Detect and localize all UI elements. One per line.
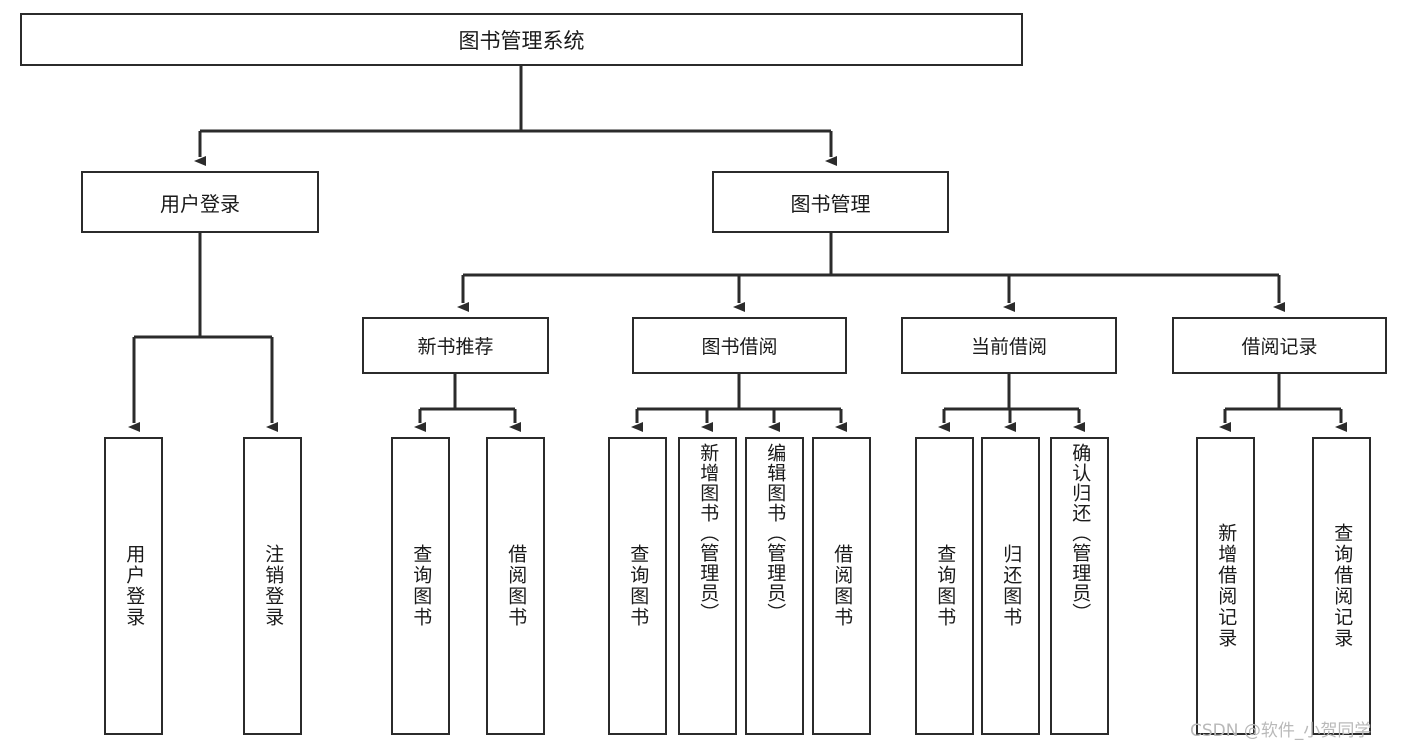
node-user-login[interactable]: 用户登录 (81, 171, 319, 233)
node-leaf-confirm-return-admin[interactable]: 确认归还（管理员） (1050, 437, 1109, 735)
node-leaf-add-book-admin[interactable]: 新增图书（管理员） (678, 437, 737, 735)
node-new-book-recommendation[interactable]: 新书推荐 (362, 317, 549, 374)
node-book-borrowing[interactable]: 图书借阅 (632, 317, 847, 374)
node-leaf-borrow-books-rec[interactable]: 借阅图书 (486, 437, 545, 735)
node-leaf-query-borrow-record[interactable]: 查询借阅记录 (1312, 437, 1371, 735)
node-root[interactable]: 图书管理系统 (20, 13, 1023, 66)
node-current-borrowing[interactable]: 当前借阅 (901, 317, 1117, 374)
node-leaf-add-borrow-record[interactable]: 新增借阅记录 (1196, 437, 1255, 735)
node-leaf-query-books-borrow[interactable]: 查询图书 (608, 437, 667, 735)
node-leaf-query-books-current[interactable]: 查询图书 (915, 437, 974, 735)
node-leaf-return-books[interactable]: 归还图书 (981, 437, 1040, 735)
node-book-management[interactable]: 图书管理 (712, 171, 949, 233)
node-leaf-borrow-books[interactable]: 借阅图书 (812, 437, 871, 735)
node-leaf-user-login[interactable]: 用户登录 (104, 437, 163, 735)
node-borrow-records[interactable]: 借阅记录 (1172, 317, 1387, 374)
csdn-watermark: CSDN @软件_小贺同学 (1190, 721, 1372, 741)
node-leaf-logout[interactable]: 注销登录 (243, 437, 302, 735)
node-leaf-edit-book-admin[interactable]: 编辑图书（管理员） (745, 437, 804, 735)
node-leaf-query-books-rec[interactable]: 查询图书 (391, 437, 450, 735)
